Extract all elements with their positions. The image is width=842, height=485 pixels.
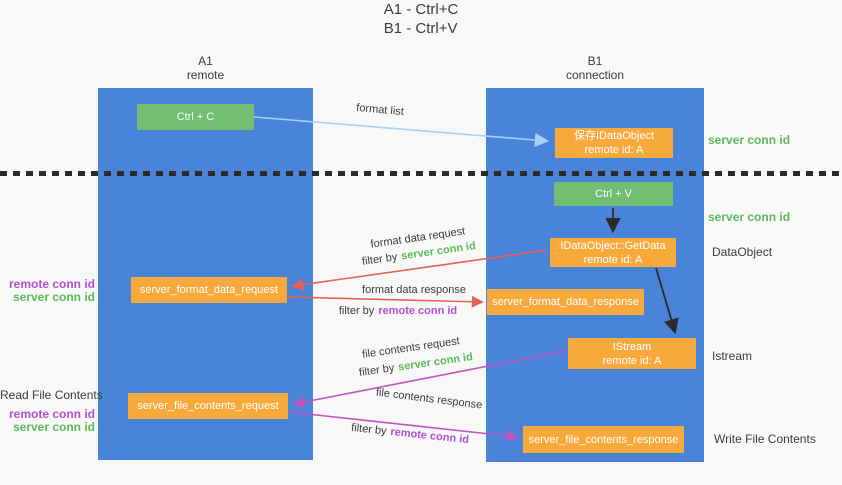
annotation-read-file-contents: Read File Contents [0, 388, 103, 402]
column-a1-subtitle: remote [186, 68, 225, 82]
node-idataobject-getdata-line1: IDataObject::GetData [560, 239, 666, 252]
node-istream-line1: IStream [612, 340, 652, 353]
node-server-file-contents-request: server_file_contents_request [128, 393, 288, 419]
column-header-b1: B1 connection [486, 54, 704, 82]
node-ctrl-v-label: Ctrl + V [595, 188, 632, 200]
label-file-contents-response: file contents response [375, 386, 483, 412]
annotation-istream: Istream [712, 349, 753, 363]
node-save-idataobject-line1: 保存IDataObject [573, 130, 655, 142]
filter-prefix: filter by [350, 421, 388, 438]
node-server-format-data-request-label: server_format_data_request [139, 284, 279, 296]
column-b1-subtitle: connection [565, 68, 625, 82]
filter-key-remote-conn-id: remote conn id [378, 305, 458, 317]
node-istream-line2: remote id: A [602, 354, 662, 367]
dotted-separator [0, 171, 842, 176]
node-ctrl-c-label: Ctrl + C [176, 111, 215, 123]
annotation-server-conn-id-mid: server conn id [708, 210, 791, 224]
node-server-file-contents-response: server_file_contents_response [523, 426, 684, 453]
title-line-ctrl-v: B1 - Ctrl+V [383, 20, 458, 37]
filter-prefix: filter by [361, 251, 399, 268]
node-server-file-contents-request-label: server_file_contents_request [137, 400, 279, 412]
annotation-write-file-contents: Write File Contents [714, 432, 816, 446]
node-ctrl-c: Ctrl + C [137, 104, 254, 130]
arrow-format-data-response [287, 295, 484, 308]
node-server-format-data-response-label: server_format_data_response [492, 296, 639, 308]
diagram-title-text: A1 - Ctrl+C B1 - Ctrl+V [384, 0, 459, 38]
node-idataobject-getdata-line2: remote id: A [583, 253, 643, 266]
column-b1-name: B1 [587, 54, 603, 68]
title-line-ctrl-c: A1 - Ctrl+C [383, 1, 459, 18]
annotation-remote-conn-id-1: remote conn id [8, 277, 95, 291]
node-idataobject-getdata: IDataObject::GetData remote id: A [550, 238, 676, 267]
annotation-server-conn-id-1: server conn id [12, 290, 95, 304]
node-ctrl-v: Ctrl + V [554, 182, 673, 206]
annotation-server-conn-id-2: server conn id [12, 420, 95, 434]
label-format-list: format list [355, 101, 405, 119]
filter-prefix: filter by [358, 362, 396, 379]
filter-prefix: filter by [338, 305, 375, 317]
node-server-format-data-response: server_format_data_response [487, 289, 644, 315]
label-format-data-response: format data response [362, 284, 466, 296]
annotation-remote-conn-id-2: remote conn id [8, 407, 95, 421]
column-header-a1: A1 remote [98, 54, 313, 82]
filter-key-remote-conn-id: remote conn id [389, 425, 470, 447]
node-istream: IStream remote id: A [568, 338, 696, 369]
column-a1-name: A1 [198, 54, 213, 68]
node-server-format-data-request: server_format_data_request [131, 277, 287, 303]
node-server-file-contents-response-label: server_file_contents_response [528, 433, 679, 446]
annotation-server-conn-id-top: server conn id [708, 133, 791, 147]
node-save-idataobject-line2: remote id: A [584, 144, 644, 156]
diagram-title: A1 - Ctrl+C B1 - Ctrl+V [0, 0, 842, 38]
annotation-dataobject: DataObject [712, 245, 773, 259]
node-save-idataobject: 保存IDataObject remote id: A [555, 128, 673, 158]
